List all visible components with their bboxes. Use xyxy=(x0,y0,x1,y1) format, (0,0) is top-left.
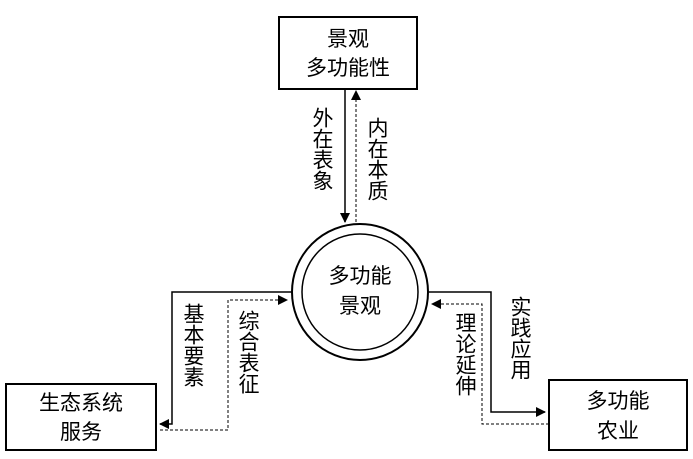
right-solid-label: 实践应用 xyxy=(508,296,532,380)
right-box xyxy=(548,379,688,451)
right-box-line1: 多功能 xyxy=(587,389,650,413)
left-solid-arrow xyxy=(159,291,292,429)
left-box-line1: 生态系统 xyxy=(39,391,123,415)
left-box-line2: 服务 xyxy=(60,420,102,444)
center-line1: 多功能 xyxy=(329,264,392,288)
right-dashed-arrow xyxy=(431,299,549,425)
top-dashed-label: 内在本质 xyxy=(365,117,389,201)
left-box xyxy=(5,383,157,451)
right-box-line2: 农业 xyxy=(597,419,639,443)
right-dashed-label: 理论延伸 xyxy=(453,312,477,396)
center-line2: 景观 xyxy=(339,294,381,318)
left-dashed-arrow xyxy=(160,295,288,431)
top-box xyxy=(278,16,418,90)
top-box-line2: 多功能性 xyxy=(306,56,390,80)
left-dashed-label: 综合表征 xyxy=(236,310,260,394)
top-box-line1: 景观 xyxy=(327,27,369,51)
right-solid-arrow xyxy=(429,291,546,417)
center-inner-circle xyxy=(301,233,419,351)
left-solid-label: 基本要素 xyxy=(181,303,205,387)
top-solid-label: 外在表象 xyxy=(310,107,334,191)
